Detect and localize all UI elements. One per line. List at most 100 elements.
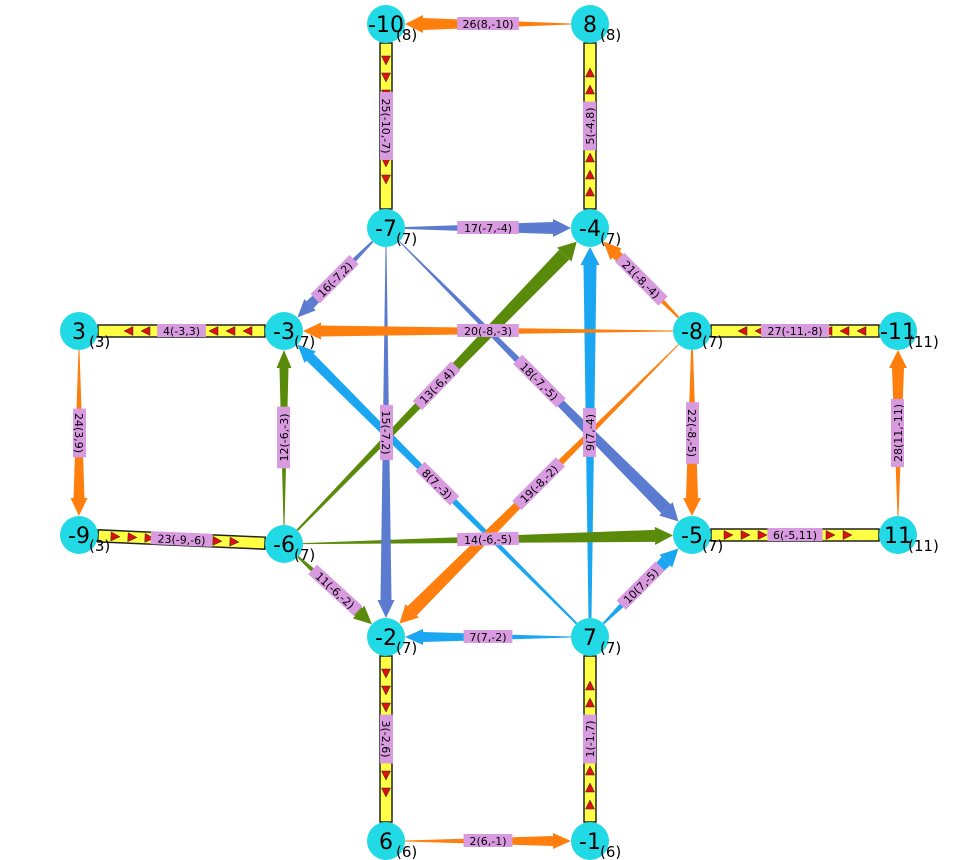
ladder-arrow-mark <box>381 72 391 83</box>
edge-label-background <box>583 714 596 764</box>
edge-label: 24(3,9) <box>72 408 86 458</box>
edge-label-background <box>583 408 596 457</box>
edge-label-text: 20(-8,-3) <box>464 325 512 338</box>
ladder-arrow-mark <box>212 535 223 546</box>
ladder-arrow-mark <box>381 668 391 679</box>
edge-label: 10(7,-5) <box>616 561 665 610</box>
node-sublabel: (7) <box>600 639 621 657</box>
edge-label-background <box>615 252 668 306</box>
node-n-9[interactable]: -9(3) <box>60 516 110 555</box>
edge-label-background <box>412 361 461 411</box>
node-n-4[interactable]: -4(7) <box>571 209 621 248</box>
node-n-5[interactable]: -5(7) <box>673 516 723 555</box>
edge-label-text: 10(7,-5) <box>621 566 661 606</box>
node-circle[interactable] <box>571 5 609 43</box>
node-label: 3 <box>72 320 86 345</box>
arrowhead <box>297 299 316 318</box>
edge-label-background <box>157 324 206 337</box>
node-label: 7 <box>583 626 597 651</box>
node-circle[interactable] <box>367 618 405 656</box>
node-n-10[interactable]: -10(8) <box>367 5 417 44</box>
edge-label-text: 2(6,-1) <box>469 835 506 848</box>
node-label: 6 <box>379 830 393 855</box>
ladder-arrow-mark <box>127 532 138 543</box>
ladder-arrow-mark <box>585 680 595 691</box>
node-n3[interactable]: 3(3) <box>60 312 110 351</box>
arrowhead <box>405 15 423 33</box>
node-sublabel: (8) <box>600 26 621 44</box>
edge-labels-layer: 1(-1,7) 2(6,-1) 3(-2,6) 4(-3,3) 5(-4,8) 6(-5,… <box>72 17 905 848</box>
ladder-arrow-mark <box>585 169 595 180</box>
node-label: -9 <box>68 524 90 549</box>
node-circle[interactable] <box>571 822 609 860</box>
node-n-2[interactable]: -2(7) <box>367 618 417 657</box>
ladder-arrow-mark <box>585 799 595 810</box>
edge-label: 19(-8,-2) <box>512 457 566 511</box>
node-n-1[interactable]: -1(6) <box>571 822 621 860</box>
node-sublabel: (7) <box>294 546 315 564</box>
node-n-7[interactable]: -7(7) <box>367 209 417 248</box>
edge-label-text: 5(-4,8) <box>584 107 597 144</box>
edge-label-text: 16(-7,2) <box>315 260 355 300</box>
node-circle[interactable] <box>367 822 405 860</box>
node-circle[interactable] <box>367 5 405 43</box>
node-circle[interactable] <box>571 618 609 656</box>
node-sublabel: (11) <box>908 333 939 351</box>
edge-label: 15(-7,2) <box>379 404 393 461</box>
arrowhead <box>399 604 419 624</box>
ladder-arrow-mark <box>229 536 240 547</box>
edge-label-background <box>73 408 86 458</box>
edges-layer <box>70 15 907 849</box>
ladder-arrow-mark <box>381 702 391 713</box>
edge-label-background <box>308 564 363 616</box>
node-circle[interactable] <box>879 312 917 350</box>
node-circle[interactable] <box>60 516 98 554</box>
ladder-arrow-mark <box>585 67 595 78</box>
edge-label-background <box>512 457 566 511</box>
edge-label-background <box>761 324 829 337</box>
node-n11[interactable]: 11(11) <box>879 516 939 555</box>
node-circle[interactable] <box>673 516 711 554</box>
edge-label-text: 3(-2,6) <box>379 720 392 757</box>
edge-label: 3(-2,6) <box>379 714 393 764</box>
node-n8[interactable]: 8(8) <box>571 5 621 44</box>
ladder-arrow-mark <box>381 174 391 185</box>
node-label: -1 <box>579 830 601 855</box>
node-n-6[interactable]: -6(7) <box>265 525 315 564</box>
node-n7[interactable]: 7(7) <box>571 618 621 657</box>
edge-label-text: 7(7,-2) <box>469 631 506 644</box>
node-circle[interactable] <box>571 209 609 247</box>
edge-label-background <box>310 254 359 304</box>
node-n-8[interactable]: -8(7) <box>673 312 723 351</box>
edge-label: 1(-1,7) <box>583 714 597 764</box>
node-circle[interactable] <box>673 312 711 350</box>
edge-label-background <box>767 528 823 541</box>
ladder-arrow-mark <box>381 787 391 798</box>
node-sublabel: (7) <box>702 537 723 555</box>
ladder-arrow-mark <box>585 697 595 708</box>
node-label: -6 <box>273 533 295 558</box>
edge-label-text: 19(-8,-2) <box>518 463 561 506</box>
node-n6[interactable]: 6(6) <box>367 822 417 860</box>
node-circle[interactable] <box>265 312 303 350</box>
arrowhead <box>303 322 321 340</box>
edge-label: 27(-11,-8) <box>761 324 829 338</box>
edge-label: 21(-8,-4) <box>615 252 668 306</box>
edge-label-text: 12(-6,-3) <box>278 413 291 461</box>
arrowhead <box>352 605 372 625</box>
edge-label: 4(-3,3) <box>157 324 206 338</box>
node-n-3[interactable]: -3(7) <box>265 312 315 351</box>
node-n-11[interactable]: -11(11) <box>879 312 939 351</box>
edge-label-text: 27(-11,-8) <box>767 325 822 338</box>
node-circle[interactable] <box>879 516 917 554</box>
arrowhead <box>683 498 701 516</box>
edge-label: 8(7,-3) <box>415 461 460 506</box>
edge-label: 6(-5,11) <box>767 528 823 542</box>
node-label: -10 <box>368 13 404 38</box>
edge-label-background <box>380 714 393 764</box>
node-circle[interactable] <box>60 312 98 350</box>
node-circle[interactable] <box>265 525 303 563</box>
edge-label-text: 8(7,-3) <box>419 467 454 502</box>
edge-label: 23(-9,-6) <box>150 531 213 548</box>
node-circle[interactable] <box>367 209 405 247</box>
